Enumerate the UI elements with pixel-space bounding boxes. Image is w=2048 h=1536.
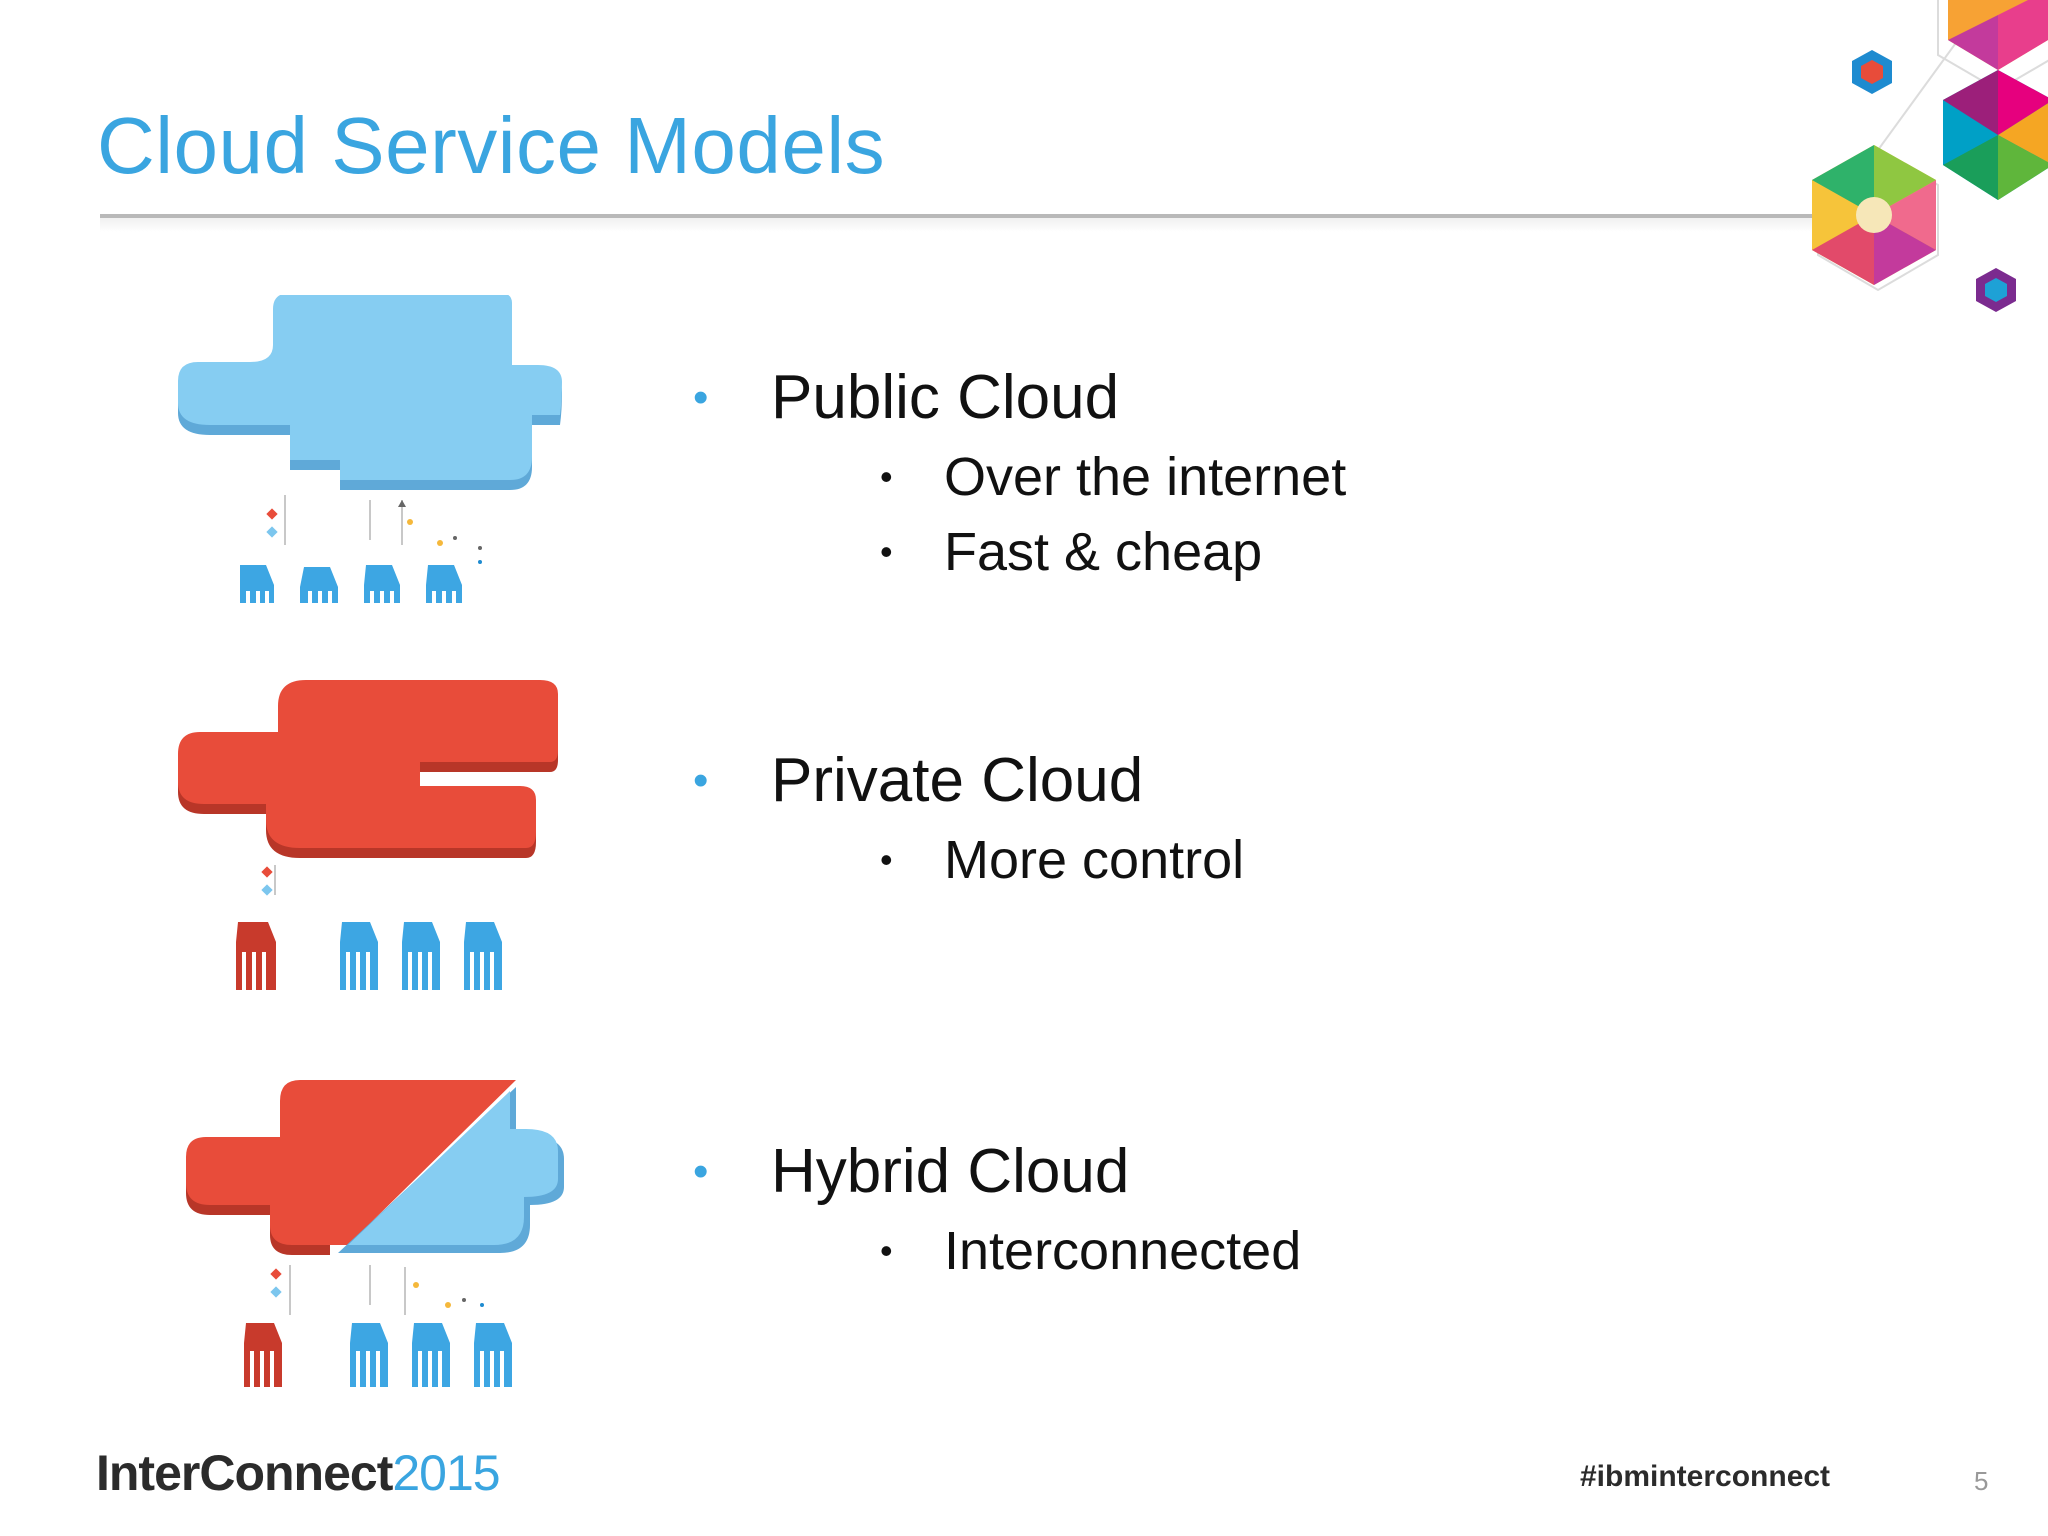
sub-bullet-more-control: • More control xyxy=(880,829,1244,891)
bullet-label: Private Cloud xyxy=(771,746,1144,815)
sub-bullet-marker: • xyxy=(880,531,893,572)
title-divider xyxy=(100,214,1875,218)
page-number: 5 xyxy=(1974,1466,1989,1496)
sub-bullet-label: Fast & cheap xyxy=(944,522,1263,582)
bullet-marker: • xyxy=(693,755,709,805)
sub-bullet-interconnected: • Interconnected xyxy=(880,1220,1301,1282)
bullet-private-cloud: • Private Cloud xyxy=(693,745,1143,816)
bullet-hybrid-cloud: • Hybrid Cloud xyxy=(693,1136,1129,1207)
hybrid-cloud-illustration xyxy=(186,1080,564,1387)
bullet-marker: • xyxy=(693,372,709,422)
sub-bullet-label: Over the internet xyxy=(944,447,1347,507)
event-hashtag: #ibminterconnect xyxy=(1580,1460,1831,1493)
bullet-public-cloud: • Public Cloud xyxy=(693,362,1119,433)
sub-bullet-marker: • xyxy=(880,1230,893,1271)
sub-bullet-fast-cheap: • Fast & cheap xyxy=(880,521,1262,583)
hexagon-cluster-decoration xyxy=(1812,0,2048,312)
public-cloud-illustration xyxy=(178,295,562,603)
logo-brand: InterConnect xyxy=(96,1445,393,1501)
logo-year: 2015 xyxy=(392,1445,500,1501)
title-divider-shadow xyxy=(100,218,1875,232)
bullet-label: Hybrid Cloud xyxy=(771,1137,1130,1206)
sub-bullet-marker: • xyxy=(880,456,893,497)
slide-title: Cloud Service Models xyxy=(97,101,886,190)
sub-bullet-over-the-internet: • Over the internet xyxy=(880,446,1346,508)
private-cloud-illustration xyxy=(178,680,558,990)
sub-bullet-marker: • xyxy=(880,839,893,880)
bullet-marker: • xyxy=(693,1146,709,1196)
bullet-label: Public Cloud xyxy=(771,363,1120,432)
sub-bullet-label: More control xyxy=(944,830,1245,890)
interconnect-2015-logo: InterConnect2015 xyxy=(96,1444,501,1502)
sub-bullet-label: Interconnected xyxy=(944,1221,1302,1281)
